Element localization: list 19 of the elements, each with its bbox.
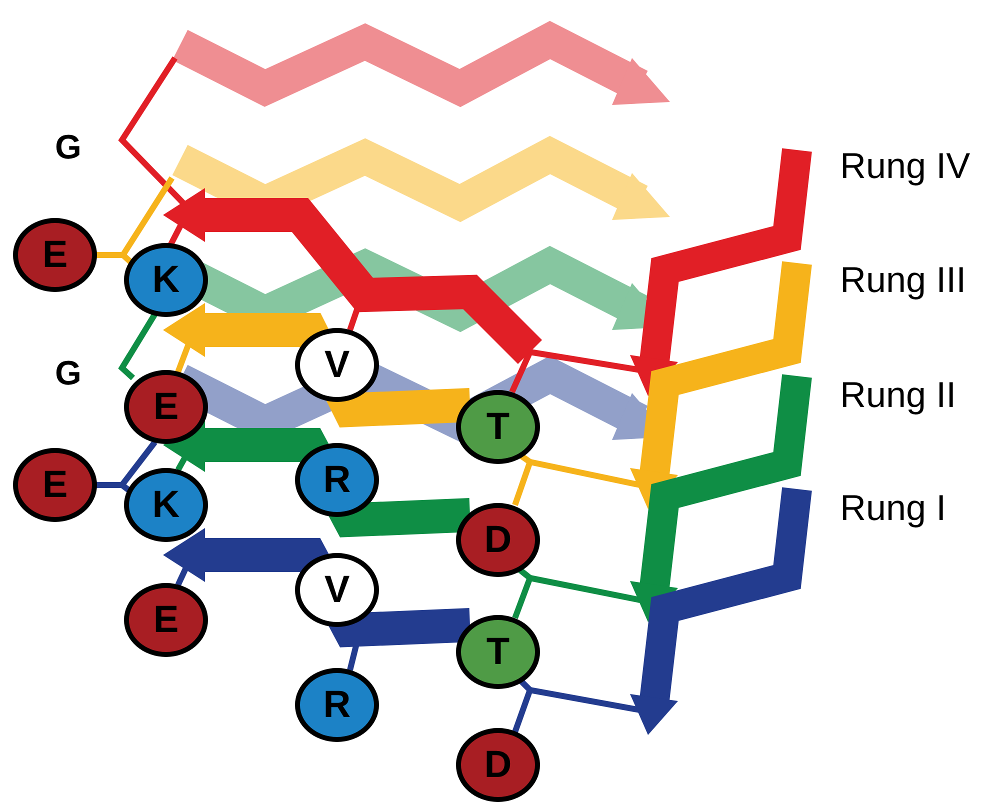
rung-label: Rung I <box>840 487 946 529</box>
residue-circle: E <box>13 218 97 292</box>
residue-circle: V <box>295 553 379 627</box>
residue-circle: D <box>456 728 540 802</box>
residue-circle: E <box>13 448 97 522</box>
residue-circle: R <box>295 668 379 742</box>
residue-circle: R <box>295 443 379 517</box>
residue-circle: K <box>124 468 208 542</box>
residue-circle: T <box>456 390 540 464</box>
residue-circle: E <box>124 370 208 444</box>
residue-label: G <box>55 128 82 168</box>
residue-circle: T <box>456 615 540 689</box>
rung-label: Rung II <box>840 374 956 416</box>
residue-circle: D <box>456 503 540 577</box>
rung-label: Rung IV <box>840 145 970 187</box>
residue-label: G <box>55 354 82 394</box>
residue-circle: E <box>124 583 208 657</box>
rung-label: Rung III <box>840 259 966 301</box>
residue-circle: K <box>124 243 208 317</box>
